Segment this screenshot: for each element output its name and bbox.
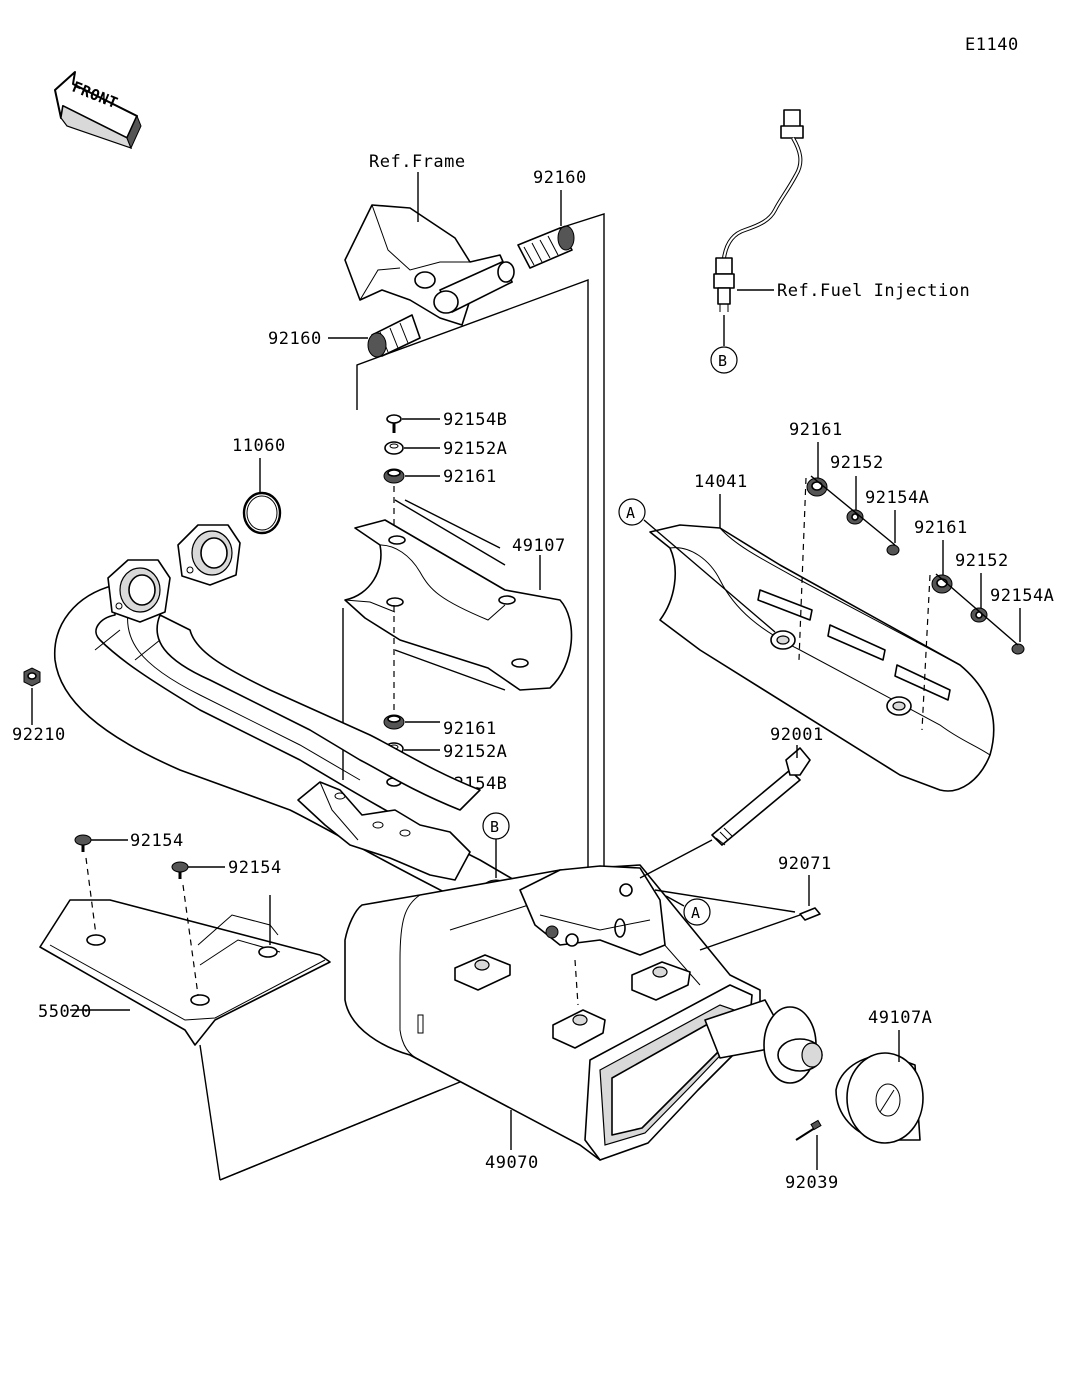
washer-92152-r1 <box>846 509 864 525</box>
ref-fuel-injection-label: Ref.Fuel Injection <box>777 281 970 301</box>
part-11060: 11060 <box>232 436 286 456</box>
marker-b-pipe: B <box>490 818 500 836</box>
part-92161-mid: 92161 <box>443 719 497 739</box>
marker-a-shield: A <box>626 504 636 522</box>
grommet-92161-top <box>383 468 405 484</box>
part-14041: 14041 <box>694 472 748 492</box>
ref-frame-label: Ref.Frame <box>369 152 466 172</box>
part-92161-r1: 92161 <box>789 420 843 440</box>
part-92160-top: 92160 <box>533 168 587 188</box>
part-92154B-top: 92154B <box>443 410 507 430</box>
part-92152A-top: 92152A <box>443 439 507 459</box>
lower-cover-55020 <box>39 899 331 1046</box>
grommet-92161-r2 <box>931 574 953 594</box>
grommet-92161-mid <box>383 714 405 730</box>
part-92210: 92210 <box>12 725 66 745</box>
washer-92152A-top <box>384 441 404 455</box>
end-cap-49107A <box>835 1052 924 1144</box>
part-92154A-r1: 92154A <box>865 488 929 508</box>
screw-92154A-r2 <box>1011 643 1025 655</box>
part-92160-left: 92160 <box>268 329 322 349</box>
front-arrow-icon: FRONT <box>54 71 142 150</box>
part-92154-b: 92154 <box>228 858 282 878</box>
part-92152-r1: 92152 <box>830 453 884 473</box>
bolt-92001 <box>711 747 811 846</box>
muffler-49070 <box>344 864 823 1161</box>
part-92152A-mid: 92152A <box>443 742 507 762</box>
part-92161-top: 92161 <box>443 467 497 487</box>
marker-a-muffler: A <box>691 904 701 922</box>
frame-bracket <box>344 204 515 326</box>
heat-cover-49107 <box>344 519 573 691</box>
nut-92210 <box>23 667 41 687</box>
part-92071: 92071 <box>778 854 832 874</box>
screw-92154-a <box>74 834 92 852</box>
part-92161-r2: 92161 <box>914 518 968 538</box>
screw-92154A-r1 <box>886 544 900 556</box>
bushing-92160-top <box>517 225 575 269</box>
part-92154A-r2: 92154A <box>990 586 1054 606</box>
marker-b-circle <box>710 346 738 374</box>
marker-b-sensor: B <box>718 352 728 370</box>
part-92001: 92001 <box>770 725 824 745</box>
part-92039: 92039 <box>785 1173 839 1193</box>
screw-92154-b <box>171 861 189 879</box>
clip-92071 <box>799 907 821 921</box>
gasket-11060 <box>242 491 282 535</box>
part-55020: 55020 <box>38 1002 92 1022</box>
part-92154-a: 92154 <box>130 831 184 851</box>
exhaust-header-pipe <box>54 524 541 921</box>
pin-92039 <box>795 1119 822 1141</box>
o2-sensor <box>713 109 804 312</box>
grommet-92161-r1 <box>806 477 828 497</box>
heat-shield-14041 <box>649 524 995 792</box>
screw-92154B-top <box>386 414 402 433</box>
part-49107: 49107 <box>512 536 566 556</box>
diagram-code: E1140 <box>965 35 1019 55</box>
washer-92152-r2 <box>970 607 988 623</box>
part-49107A: 49107A <box>868 1008 932 1028</box>
part-49070: 49070 <box>485 1153 539 1173</box>
part-92152-r2: 92152 <box>955 551 1009 571</box>
bushing-92160-left <box>367 314 421 358</box>
